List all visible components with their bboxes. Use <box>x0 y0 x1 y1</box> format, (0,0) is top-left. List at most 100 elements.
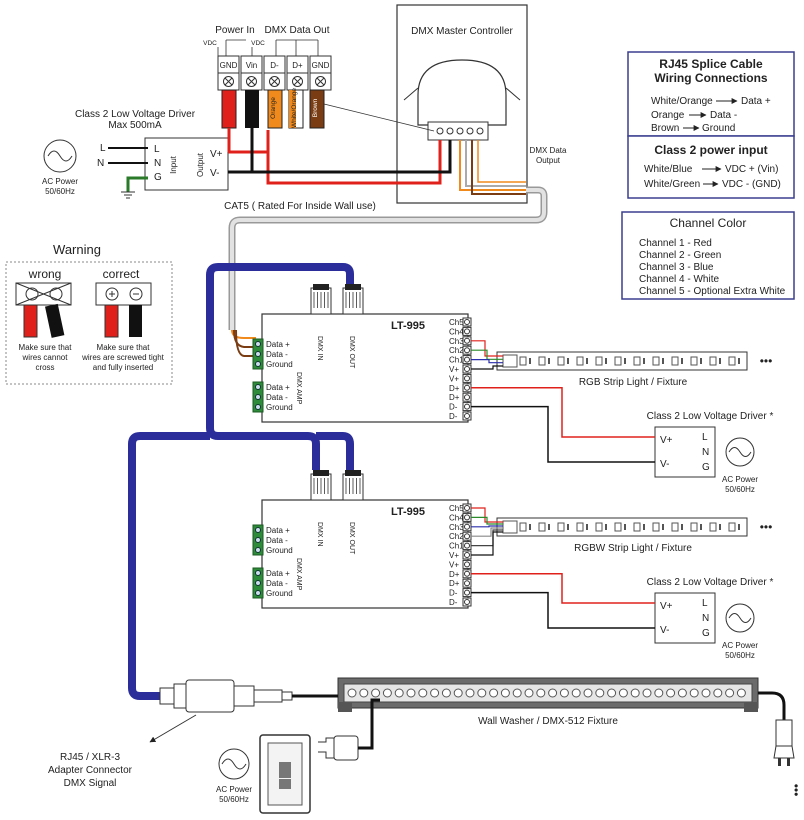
power-in-label: Power In <box>215 25 254 36</box>
driver-right-vplus-1: V+ <box>660 435 673 446</box>
washer-led <box>713 688 723 698</box>
washer-led <box>595 688 605 698</box>
vdc-plus-label: VDC <box>251 40 265 47</box>
washer-led <box>736 688 746 698</box>
rj45-title-1: RJ45 Splice Cable <box>659 57 763 71</box>
channel-row-3: Channel 4 - White <box>639 274 719 285</box>
driver-right-n-2: N <box>702 613 709 624</box>
unit-wires <box>471 340 655 463</box>
header-terminal-0: GND <box>220 61 238 70</box>
channel-color-box: Channel Color Channel 1 - Red Channel 2 … <box>621 211 795 300</box>
rj45-row-1-right: Data - <box>710 110 737 121</box>
dmx-amp-label: DMX AMP <box>295 558 302 591</box>
rj45-row-0-right: Data + <box>741 96 771 107</box>
driver-right-vminus-1: V- <box>660 459 669 470</box>
washer-led <box>418 688 428 698</box>
channel-row-0: Channel 1 - Red <box>639 238 712 249</box>
driver-top: Class 2 Low Voltage Driver Max 500mA L N… <box>42 109 229 199</box>
driver-top-output: Output <box>196 152 205 177</box>
washer-ellipsis: ••• <box>789 784 803 797</box>
dmx-output-wires <box>459 140 526 195</box>
right-pin-4: Ch1 <box>449 542 464 551</box>
dmx-in-jack <box>310 284 332 315</box>
wire-label-brown: Brown <box>312 98 319 117</box>
right-pin-0: Ch5 <box>449 504 464 513</box>
washer-led <box>559 688 569 698</box>
header-terminal-4: GND <box>312 61 330 70</box>
dmx-in-label: DMX IN <box>316 522 323 547</box>
dmx-out-label: DMX OUT <box>348 522 355 555</box>
washer-led <box>500 688 510 698</box>
led-strip-1: RGB Strip Light / Fixture••• <box>496 351 772 388</box>
driver-right-ac-freq-1: 50/60Hz <box>725 485 755 494</box>
power-row-1-right: VDC - (GND) <box>722 179 781 190</box>
driver-right-n-1: N <box>702 447 709 458</box>
washer-led <box>394 688 404 698</box>
strip1-label: RGB Strip Light / Fixture <box>579 377 688 388</box>
rj45-xlr-adapter: RJ45 / XLR-3 Adapter Connector DMX Signa… <box>48 679 338 789</box>
rj45-info-box: RJ45 Splice Cable Wiring Connections Whi… <box>627 51 795 199</box>
channel-row-4: Channel 5 - Optional Extra White <box>639 286 786 297</box>
washer-led <box>453 688 463 698</box>
channel-row-1: Channel 2 - Green <box>639 250 721 261</box>
rj45-row-1-left: Orange <box>651 110 685 121</box>
master-title: DMX Master Controller <box>411 26 513 37</box>
rj45-row-0-left: White/Orange <box>651 96 713 107</box>
wall-outlet: AC Power 50/60Hz <box>216 698 380 814</box>
washer-led <box>548 688 558 698</box>
driver-top-input: Input <box>169 155 178 174</box>
washer-led <box>583 688 593 698</box>
dmx-in-label: DMX IN <box>316 336 323 361</box>
data-pin-label-0-1: Data - <box>266 536 288 545</box>
right-pin-6: V+ <box>449 560 459 569</box>
channel-row-2: Channel 3 - Blue <box>639 262 714 273</box>
dmx-amp-label: DMX AMP <box>295 372 302 405</box>
washer-led <box>536 688 546 698</box>
bottom-ac-power: AC Power <box>216 785 252 794</box>
data-pin-label-1-1: Data - <box>266 579 288 588</box>
driver-right-l-2: L <box>702 598 708 609</box>
data-pin-label-0-2: Ground <box>266 546 293 555</box>
washer-led <box>347 688 357 698</box>
dmx-blue-cable <box>128 263 354 700</box>
washer-plug <box>773 719 795 766</box>
washer-led <box>441 688 451 698</box>
lt995-name: LT-995 <box>391 320 425 332</box>
right-pin-2: Ch3 <box>449 523 464 532</box>
data-pin-label-0-0: Data + <box>266 526 290 535</box>
bottom-ac-freq: 50/60Hz <box>219 795 249 804</box>
driver-top-pin-vplus: V+ <box>210 149 223 160</box>
driver-right-title-2: Class 2 Low Voltage Driver * <box>647 577 774 588</box>
channel-title: Channel Color <box>670 216 747 230</box>
dmx-in-jack <box>310 470 332 501</box>
dmx-out-jack <box>342 284 364 315</box>
right-pin-6: V+ <box>449 374 459 383</box>
right-pin-7: D+ <box>449 384 460 393</box>
warning-title: Warning <box>53 242 101 257</box>
driver-top-pin-g: G <box>154 172 162 183</box>
driver-top-ac-power: AC Power <box>42 177 78 186</box>
driver-right-ac-freq-2: 50/60Hz <box>725 651 755 660</box>
data-pin-label-0-2: Ground <box>266 360 293 369</box>
washer-led <box>477 688 487 698</box>
master-output-label-1: DMX Data <box>530 146 567 155</box>
wall-washer: Wall Washer / DMX-512 Fixture ••• <box>337 677 803 797</box>
dmx-out-jack <box>342 470 364 501</box>
right-pin-8: D+ <box>449 393 460 402</box>
adapter-line-1: Adapter Connector <box>48 765 133 776</box>
cat5-cable: CAT5 ( Rated For Inside Wall use) <box>224 186 548 357</box>
driver-top-line-n: N <box>97 158 104 169</box>
driver-right-l-1: L <box>702 432 708 443</box>
data-pin-label-1-0: Data + <box>266 569 290 578</box>
washer-led <box>382 688 392 698</box>
warning-wrong: wrong <box>28 267 62 281</box>
wire-label-white-orange: White/Orange <box>291 88 298 128</box>
washer-led <box>512 688 522 698</box>
driver-right-vplus-2: V+ <box>660 601 673 612</box>
washer-led <box>465 688 475 698</box>
data-pin-label-1-1: Data - <box>266 393 288 402</box>
power-wires <box>227 128 452 185</box>
data-pin-label-0-1: Data - <box>266 350 288 359</box>
